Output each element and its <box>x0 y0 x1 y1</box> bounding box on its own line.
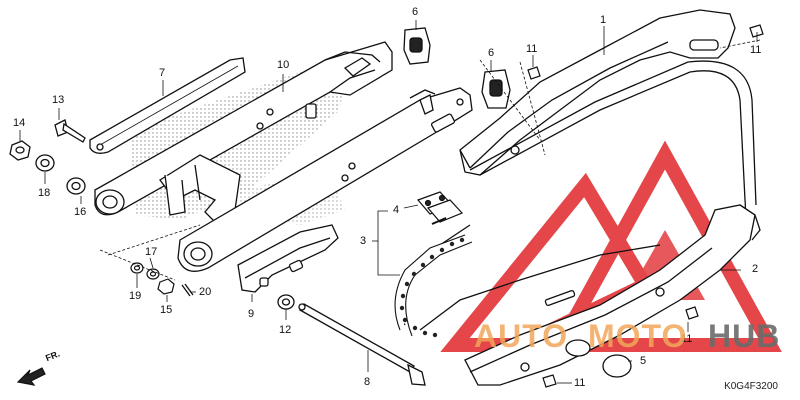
callout-8: 8 <box>364 376 371 388</box>
callout-4: 4 <box>393 204 400 216</box>
leader-lines <box>19 20 761 384</box>
callout-5: 5 <box>640 355 647 367</box>
callout-9: 9 <box>248 308 255 320</box>
part-6-block-upper <box>403 27 431 65</box>
part-7-chain-slider <box>89 57 246 154</box>
part-17-washer <box>146 268 160 280</box>
part-12-washer <box>277 294 295 310</box>
watermark-text-auto: AUTO <box>474 318 569 354</box>
callout-20: 20 <box>199 286 212 298</box>
part-8-axle-bolt <box>298 303 426 386</box>
callout-6-upper: 6 <box>412 6 419 18</box>
part-5-cap <box>602 354 632 378</box>
callout-13: 13 <box>52 94 65 106</box>
callout-15: 15 <box>160 304 173 316</box>
part-1-chain-case <box>459 9 736 176</box>
part-4-master-link <box>416 191 464 225</box>
part-19-washer <box>130 262 144 274</box>
part-15-nut <box>157 278 175 295</box>
part-20-cotter-pin <box>181 283 194 297</box>
callout-18: 18 <box>38 187 51 199</box>
part-18-washer <box>35 154 55 172</box>
watermark-text-moto: MOTO <box>588 318 688 354</box>
part-9-chain-guide <box>237 224 339 293</box>
part-13-bolt <box>54 119 86 143</box>
part-14-nut <box>9 140 31 161</box>
part-16-collar <box>66 177 86 195</box>
part-11-screw-a <box>749 24 764 38</box>
part-3-chain <box>394 234 473 338</box>
watermark-text-hub: HUB <box>708 318 781 354</box>
part-11-screw-b <box>527 66 541 80</box>
callout-10: 10 <box>277 59 290 71</box>
callout-17: 17 <box>145 246 158 258</box>
diagram-reference-code: K0G4F3200 <box>724 381 778 392</box>
callout-11-bottom: 11 <box>574 377 586 389</box>
callout-12: 12 <box>279 324 292 336</box>
part-11-screw-c <box>685 306 699 320</box>
part-6-block-lower <box>481 69 511 109</box>
callout-11-lower-right: 11 <box>681 333 693 345</box>
callout-16: 16 <box>74 206 87 218</box>
front-direction-arrow <box>16 367 46 386</box>
callout-19: 19 <box>129 290 142 302</box>
swingarm-cross-brace <box>159 154 241 223</box>
callout-1: 1 <box>600 14 607 26</box>
callout-11-upper-mid: 11 <box>526 43 538 55</box>
callout-6-lower: 6 <box>488 47 495 59</box>
callout-2: 2 <box>752 263 759 275</box>
callout-7: 7 <box>159 67 166 79</box>
part-2-chain-guard <box>464 204 761 386</box>
swingarm-lower-arm <box>177 87 473 272</box>
callout-11-top-right: 11 <box>750 44 762 56</box>
callout-14: 14 <box>13 117 26 129</box>
part-11-screw-d <box>542 374 557 388</box>
callout-3: 3 <box>360 235 367 247</box>
part-10-swingarm <box>94 41 393 216</box>
